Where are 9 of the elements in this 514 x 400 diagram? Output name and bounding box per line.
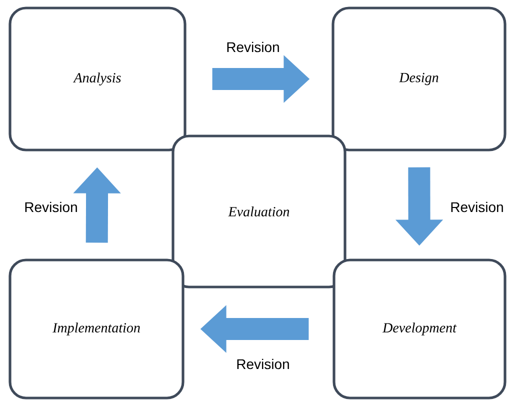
edge-label: Revision: [237, 358, 289, 370]
process-box: Evaluation: [172, 134, 346, 288]
process-box: Analysis: [8, 6, 186, 152]
process-box: Design: [332, 6, 506, 152]
edge-label: Revision: [227, 42, 279, 52]
edge-label: Revision: [451, 202, 503, 212]
process-box: Implementation: [8, 258, 184, 400]
process-box: Development: [332, 258, 506, 400]
edge-label: Revision: [25, 202, 77, 212]
